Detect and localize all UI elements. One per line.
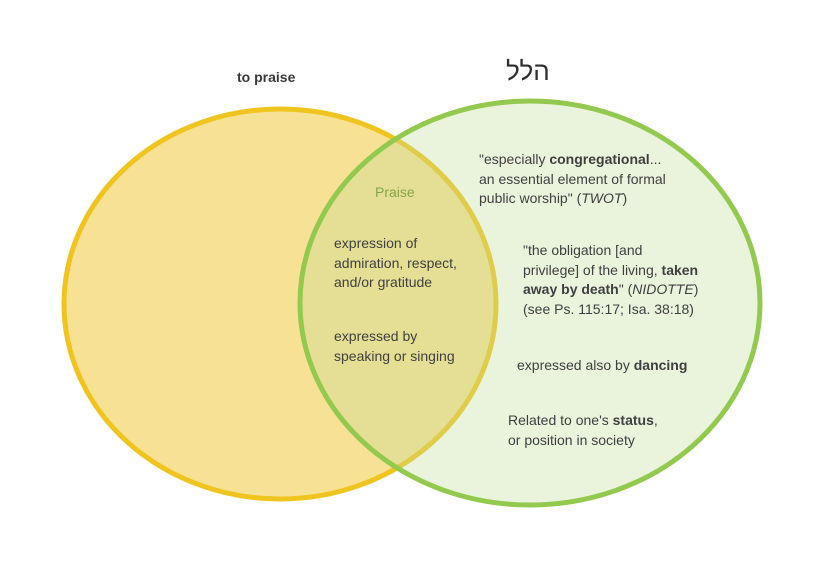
right-note-congregational: "especially congregational... an essenti…	[479, 150, 666, 209]
right-note-status: Related to one's status, or position in …	[508, 411, 658, 450]
right-circle-title-hebrew: הלל	[506, 56, 550, 86]
text-line: speaking or singing	[334, 347, 455, 364]
overlap-note-definition: expression of admiration, respect, and/o…	[334, 234, 457, 293]
text-line: away by death" (NIDOTTE)	[523, 281, 699, 297]
overlap-label-praise: Praise	[375, 184, 415, 200]
overlap-note-expression: expressed by speaking or singing	[334, 327, 455, 366]
text-line: admiration, respect,	[334, 254, 457, 271]
right-note-obligation: "the obligation [and privilege] of the l…	[523, 241, 698, 319]
text-line: Related to one's status,	[508, 412, 658, 428]
text-line: "especially congregational...	[479, 151, 662, 167]
text-line: and/or gratitude	[334, 274, 433, 290]
text-line: expressed also by dancing	[517, 357, 688, 373]
right-circle	[297, 98, 763, 508]
text-line: or position in society	[508, 431, 635, 448]
text-line: expressed by	[334, 328, 418, 344]
right-note-dancing: expressed also by dancing	[517, 356, 687, 376]
text-line: "the obligation [and	[523, 242, 643, 258]
left-circle-title: to praise	[237, 69, 296, 85]
text-line: expression of	[334, 235, 418, 251]
text-line: (see Ps. 115:17; Isa. 38:18)	[523, 300, 694, 317]
text-line: public worship" (TWOT)	[479, 190, 628, 206]
text-line: an essential element of formal	[479, 170, 666, 187]
left-circle	[61, 106, 499, 502]
text-line: privilege] of the living, taken	[523, 261, 699, 278]
